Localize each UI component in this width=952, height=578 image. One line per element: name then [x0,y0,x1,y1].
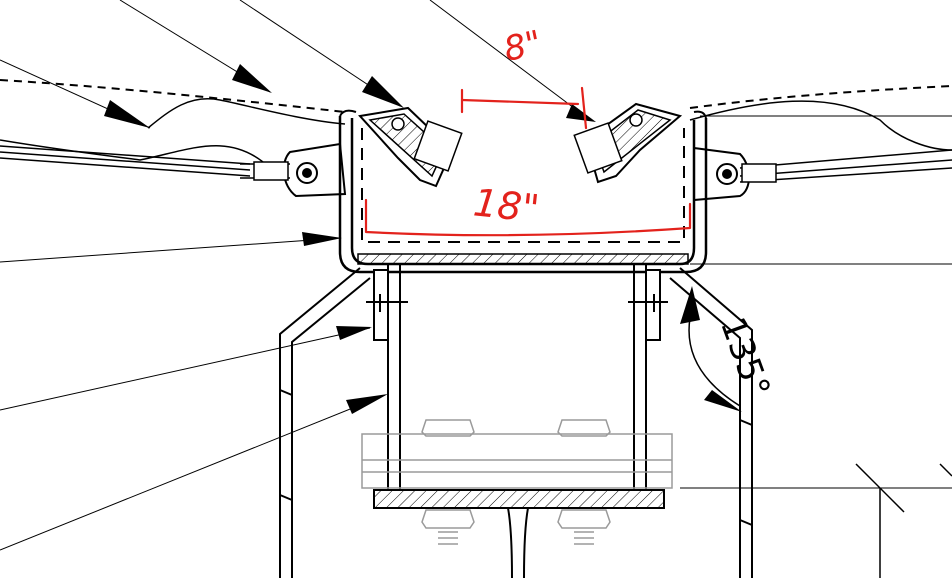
cable-left [0,145,290,179]
channel-walls [387,264,647,490]
angle-dimension: 135° [680,286,778,412]
clamp-right [573,102,683,184]
beam-flange [373,489,665,578]
markup-dim-line-bottom [364,198,692,237]
markup-label-width: 18" [471,180,541,231]
red-markup[interactable]: 8" 18" [364,23,692,237]
hidden-lines [361,419,673,545]
side-clips [366,269,668,341]
clamp-left [358,106,463,188]
clevis-right [693,146,777,202]
clevis-left [253,142,347,198]
markup-label-top: 8" [500,23,545,70]
membrane-curves [0,98,952,169]
cladding [279,267,753,578]
right-structure [855,463,952,578]
cap-plate [357,253,689,265]
markup-dim-line-top [460,98,580,106]
leader-lines [0,0,952,551]
leader-arrowheads [104,64,596,414]
angle-label: 135° [712,312,778,403]
membrane-dashed-line [0,79,952,113]
